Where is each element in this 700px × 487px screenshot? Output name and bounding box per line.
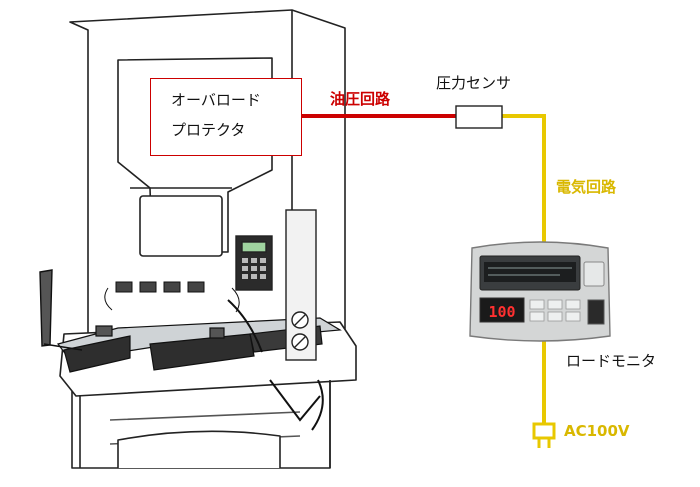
load-monitor-device: 100 (469, 241, 611, 342)
bolster-tooling (56, 317, 342, 373)
press-ram (139, 195, 223, 257)
overload-protector-label-2: プロテクタ (171, 121, 246, 139)
overload-protector-label-1: オーバロード (171, 91, 261, 109)
monitor-readout: 100 (488, 303, 515, 321)
ac-plug-icon (532, 422, 556, 448)
pressure-sensor-box (455, 105, 503, 129)
lever-handle (39, 269, 83, 351)
electric-circuit-label: 電気回路 (556, 178, 617, 196)
load-monitor-label: ロードモニタ (566, 352, 657, 370)
hydraulic-circuit-label: 油圧回路 (330, 90, 391, 108)
overload-protector-box: オーバロード プロテクタ (150, 78, 302, 156)
power-label: AC100V (564, 422, 630, 440)
pressure-sensor-label: 圧力センサ (436, 74, 512, 92)
control-column (235, 209, 317, 361)
